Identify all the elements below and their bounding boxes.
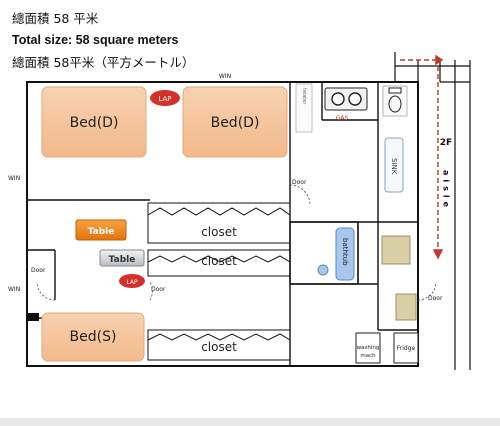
svg-text:heater: heater — [301, 88, 307, 105]
floor-patch-upper — [381, 235, 411, 265]
win-top-label: WIN — [219, 73, 231, 80]
closet-mid-label: closet — [201, 254, 237, 268]
svg-text:LAP: LAP — [158, 95, 171, 103]
wall-marker — [27, 313, 39, 321]
svg-text:Fridge: Fridge — [397, 345, 416, 352]
sink: SINK — [384, 137, 404, 193]
svg-text:Bed(D): Bed(D) — [70, 115, 119, 131]
bottom-bar — [0, 418, 500, 426]
floor-patch-lower — [395, 293, 417, 321]
aisle-2f-label: 2F — [440, 138, 452, 148]
door-center-label: Door — [292, 179, 307, 186]
staircase — [394, 52, 471, 370]
aisle-label: aisle — [442, 170, 451, 211]
bed-single: Bed(S) — [41, 312, 145, 362]
svg-text:SINK: SINK — [390, 158, 398, 175]
bed-double-left: Bed(D) — [41, 86, 147, 158]
door-mid-label: Door — [151, 286, 166, 293]
heater: heater — [295, 83, 313, 133]
door-swings — [36, 184, 437, 301]
door-right-label: Door — [428, 295, 443, 302]
outer-walls — [26, 81, 419, 367]
title-english: Total size: 58 square meters — [12, 33, 179, 47]
svg-text:washing: washing — [357, 345, 380, 351]
title-chinese: 總面積 58 平米 — [12, 11, 99, 26]
win-left2-label: WIN — [8, 286, 20, 293]
svg-text:mach: mach — [360, 353, 376, 359]
svg-text:GAS: GAS — [336, 115, 349, 122]
aisle-arrows — [400, 54, 444, 260]
svg-text:LAP: LAP — [126, 279, 138, 286]
lap-mid: LAP — [119, 274, 145, 288]
win-left-label: WIN — [8, 175, 20, 182]
closet-top-label: closet — [201, 225, 237, 239]
gas-stove: GAS — [324, 87, 368, 122]
svg-text:Table: Table — [109, 255, 136, 265]
interior-walls — [27, 82, 418, 366]
title-japanese: 總面積 58平米（平方メートル） — [12, 55, 195, 70]
bathtub: bathtub — [317, 227, 355, 281]
closet-top — [147, 202, 291, 244]
bed-double-right: Bed(D) — [182, 86, 288, 158]
table-orange: Table — [75, 219, 127, 241]
toilet-icon — [382, 85, 408, 117]
svg-text:bathtub: bathtub — [341, 238, 349, 266]
closet-mid — [147, 249, 291, 277]
washing-machine: washing mach — [355, 332, 381, 364]
closet-bottom — [147, 329, 291, 361]
svg-text:Bed(D): Bed(D) — [211, 115, 260, 131]
door-left-label: Door — [31, 267, 46, 274]
lap-top: LAP — [150, 90, 180, 106]
table-grey: Table — [99, 249, 145, 267]
fridge: Fridge — [393, 332, 419, 364]
svg-text:Bed(S): Bed(S) — [70, 329, 117, 345]
closet-bottom-label: closet — [201, 340, 237, 354]
svg-text:Table: Table — [88, 227, 115, 237]
